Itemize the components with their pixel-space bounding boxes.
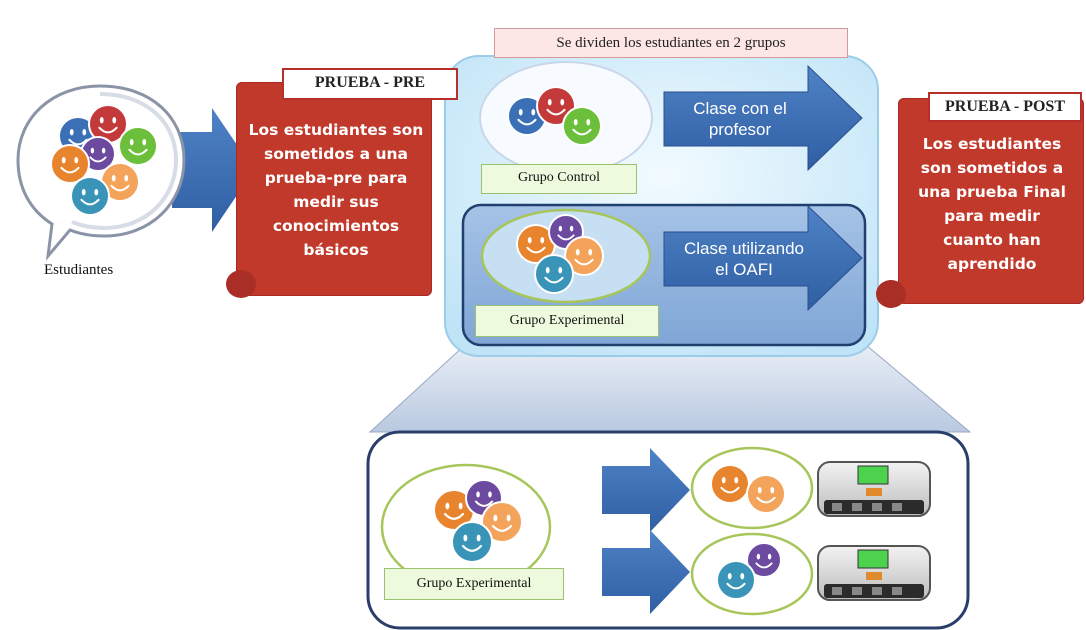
control-group-label: Grupo Control [481,164,637,194]
detail-arrow-top [602,448,690,532]
pre-test-line: Los estudiantes son [248,121,424,139]
students-bubble-inner [71,92,179,231]
smiley-face-icon [564,236,604,276]
robot-brick-bottom-icon [817,545,931,601]
detail-group-label: Grupo Experimental [384,568,564,600]
experimental-class-text: Clase utilizando el OAFI [664,238,824,280]
smiley-face-icon [451,521,493,563]
smiley-face-icon [118,126,158,166]
smiley-face-icon [100,162,140,202]
experimental-class-arrow [663,204,863,312]
experimental-class-line: el OAFI [715,260,773,279]
post-test-line: cuanto han [943,231,1041,249]
detail-arrow-bottom [602,530,690,614]
post-test-text: Los estudiantes son sometidos a una prue… [904,132,1080,276]
pre-test-line: conocimientos [272,217,400,235]
robot-brick-top-icon [817,461,931,517]
post-test-scroll-curl [876,280,906,308]
pre-test-line: medir sus [293,193,379,211]
groups-banner: Se dividen los estudiantes en 2 grupos [494,28,848,58]
post-test-line: Los estudiantes [922,135,1062,153]
post-test-line: para medir [944,207,1040,225]
smiley-face-icon [516,224,556,264]
smiley-face-icon [710,464,750,504]
students-label: Estudiantes [44,262,114,278]
student-faces [50,86,786,600]
smiley-face-icon [746,474,786,514]
control-class-text: Clase con el profesor [670,98,810,140]
smiley-face-icon [50,144,90,184]
pre-test-text: Los estudiantes son sometidos a una prue… [246,118,426,262]
pre-test-title: PRUEBA - PRE [282,68,458,100]
pre-test-line: prueba-pre para [264,169,408,187]
pre-test-scroll-curl [226,270,256,298]
smiley-face-icon [534,254,574,294]
smiley-face-icon [716,560,756,600]
pre-test-line: básicos [303,241,369,259]
pre-test-scroll [236,82,432,296]
post-test-line: una prueba Final [918,183,1066,201]
control-class-line: profesor [708,120,772,139]
smiley-face-icon [70,176,110,216]
post-test-scroll [898,98,1084,304]
post-test-line: son sometidos a [920,159,1064,177]
experimental-group-label: Grupo Experimental [475,305,659,337]
pre-test-line: sometidos a una [263,145,408,163]
experimental-class-line: Clase utilizando [683,239,804,258]
smiley-face-icon [746,542,782,578]
zoom-wedge [368,344,972,433]
smiley-face-icon [433,489,475,531]
post-test-title: PRUEBA - POST [928,92,1082,122]
smiley-face-icon [481,501,523,543]
control-class-arrow [663,64,863,172]
smiley-face-icon [562,106,602,146]
students-to-pretest-arrow [172,108,254,232]
control-class-line: Clase con el [693,99,787,118]
post-test-line: aprendido [947,255,1037,273]
